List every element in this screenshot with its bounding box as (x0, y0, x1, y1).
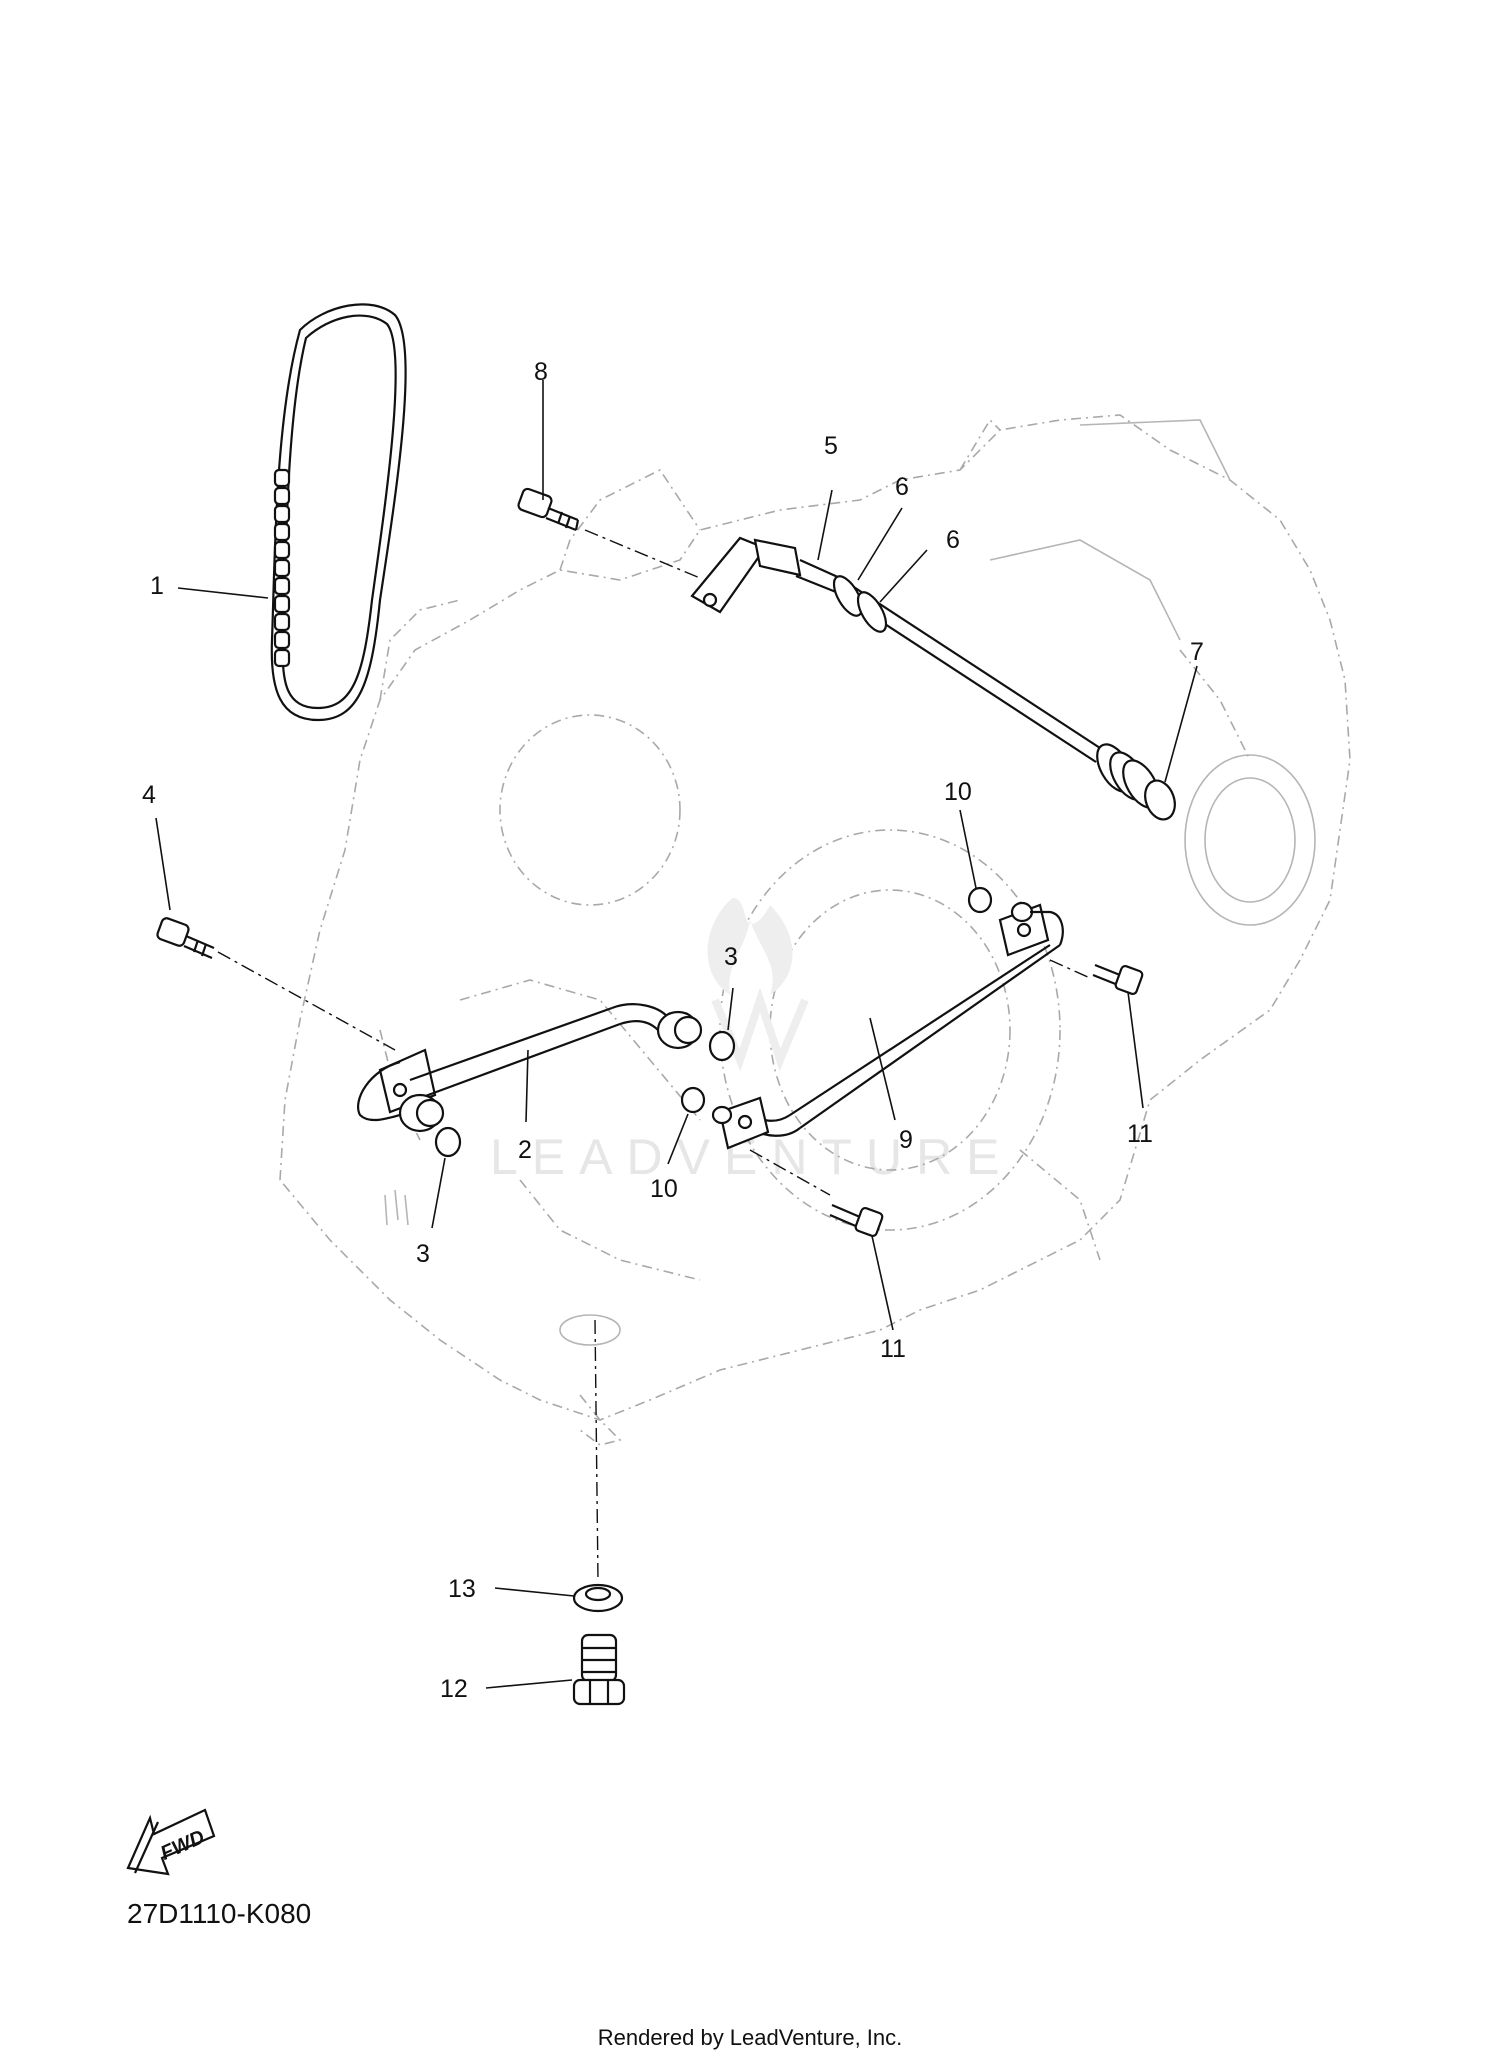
axis-drain (594, 1319, 599, 1581)
render-credit: Rendered by LeadVenture, Inc. (597, 2025, 903, 2050)
o-ring-6b (856, 591, 888, 633)
callout-6b: 6 (946, 526, 960, 554)
bolt-11b (749, 1149, 884, 1238)
callout-12: 12 (440, 1675, 468, 1703)
fwd-arrow-icon: FWD (126, 1808, 216, 1876)
diagram-code: 27D1110-K080 (127, 1898, 312, 1929)
callout-4: 4 (142, 781, 156, 809)
callout-10b: 10 (650, 1175, 678, 1203)
callout-11a: 11 (1127, 1120, 1153, 1148)
callout-10a: 10 (944, 778, 972, 806)
oil-pipe-9 (711, 901, 1064, 1150)
axis-bolt-8 (584, 529, 701, 579)
bolt-11a (1049, 959, 1144, 996)
crankcase-outline (279, 414, 1351, 1446)
axis-bolt-4 (217, 951, 396, 1051)
callout-3b: 3 (416, 1240, 430, 1268)
drain-bolt-12 (572, 1633, 626, 1706)
oil-pipe-2 (357, 1003, 703, 1133)
callout-2: 2 (518, 1136, 532, 1164)
oil-pipe-5 (690, 536, 1160, 809)
callout-1: 1 (150, 572, 164, 600)
callout-6a: 6 (895, 473, 909, 501)
o-ring-10b (680, 1086, 706, 1114)
callouts: 1 2 3 3 4 5 6 6 7 8 9 10 10 11 11 12 13 (142, 358, 1204, 1703)
leader-lines (155, 380, 1198, 1689)
callout-13: 13 (448, 1575, 476, 1603)
callout-9: 9 (899, 1126, 913, 1154)
bolt-4 (156, 917, 215, 960)
o-ring-3b (434, 1126, 462, 1158)
callout-11b: 11 (880, 1335, 906, 1363)
o-ring-7 (1144, 779, 1176, 821)
o-ring-6a (832, 575, 864, 617)
cam-chain (270, 303, 407, 722)
callout-5: 5 (824, 432, 838, 460)
o-ring-3a (708, 1030, 736, 1062)
gasket-13 (572, 1583, 624, 1613)
o-ring-10a (967, 886, 993, 914)
callout-8: 8 (534, 358, 548, 386)
bolt-8 (517, 487, 580, 532)
callout-7: 7 (1190, 638, 1204, 666)
chain-links (273, 468, 291, 668)
callout-3a: 3 (724, 943, 738, 971)
